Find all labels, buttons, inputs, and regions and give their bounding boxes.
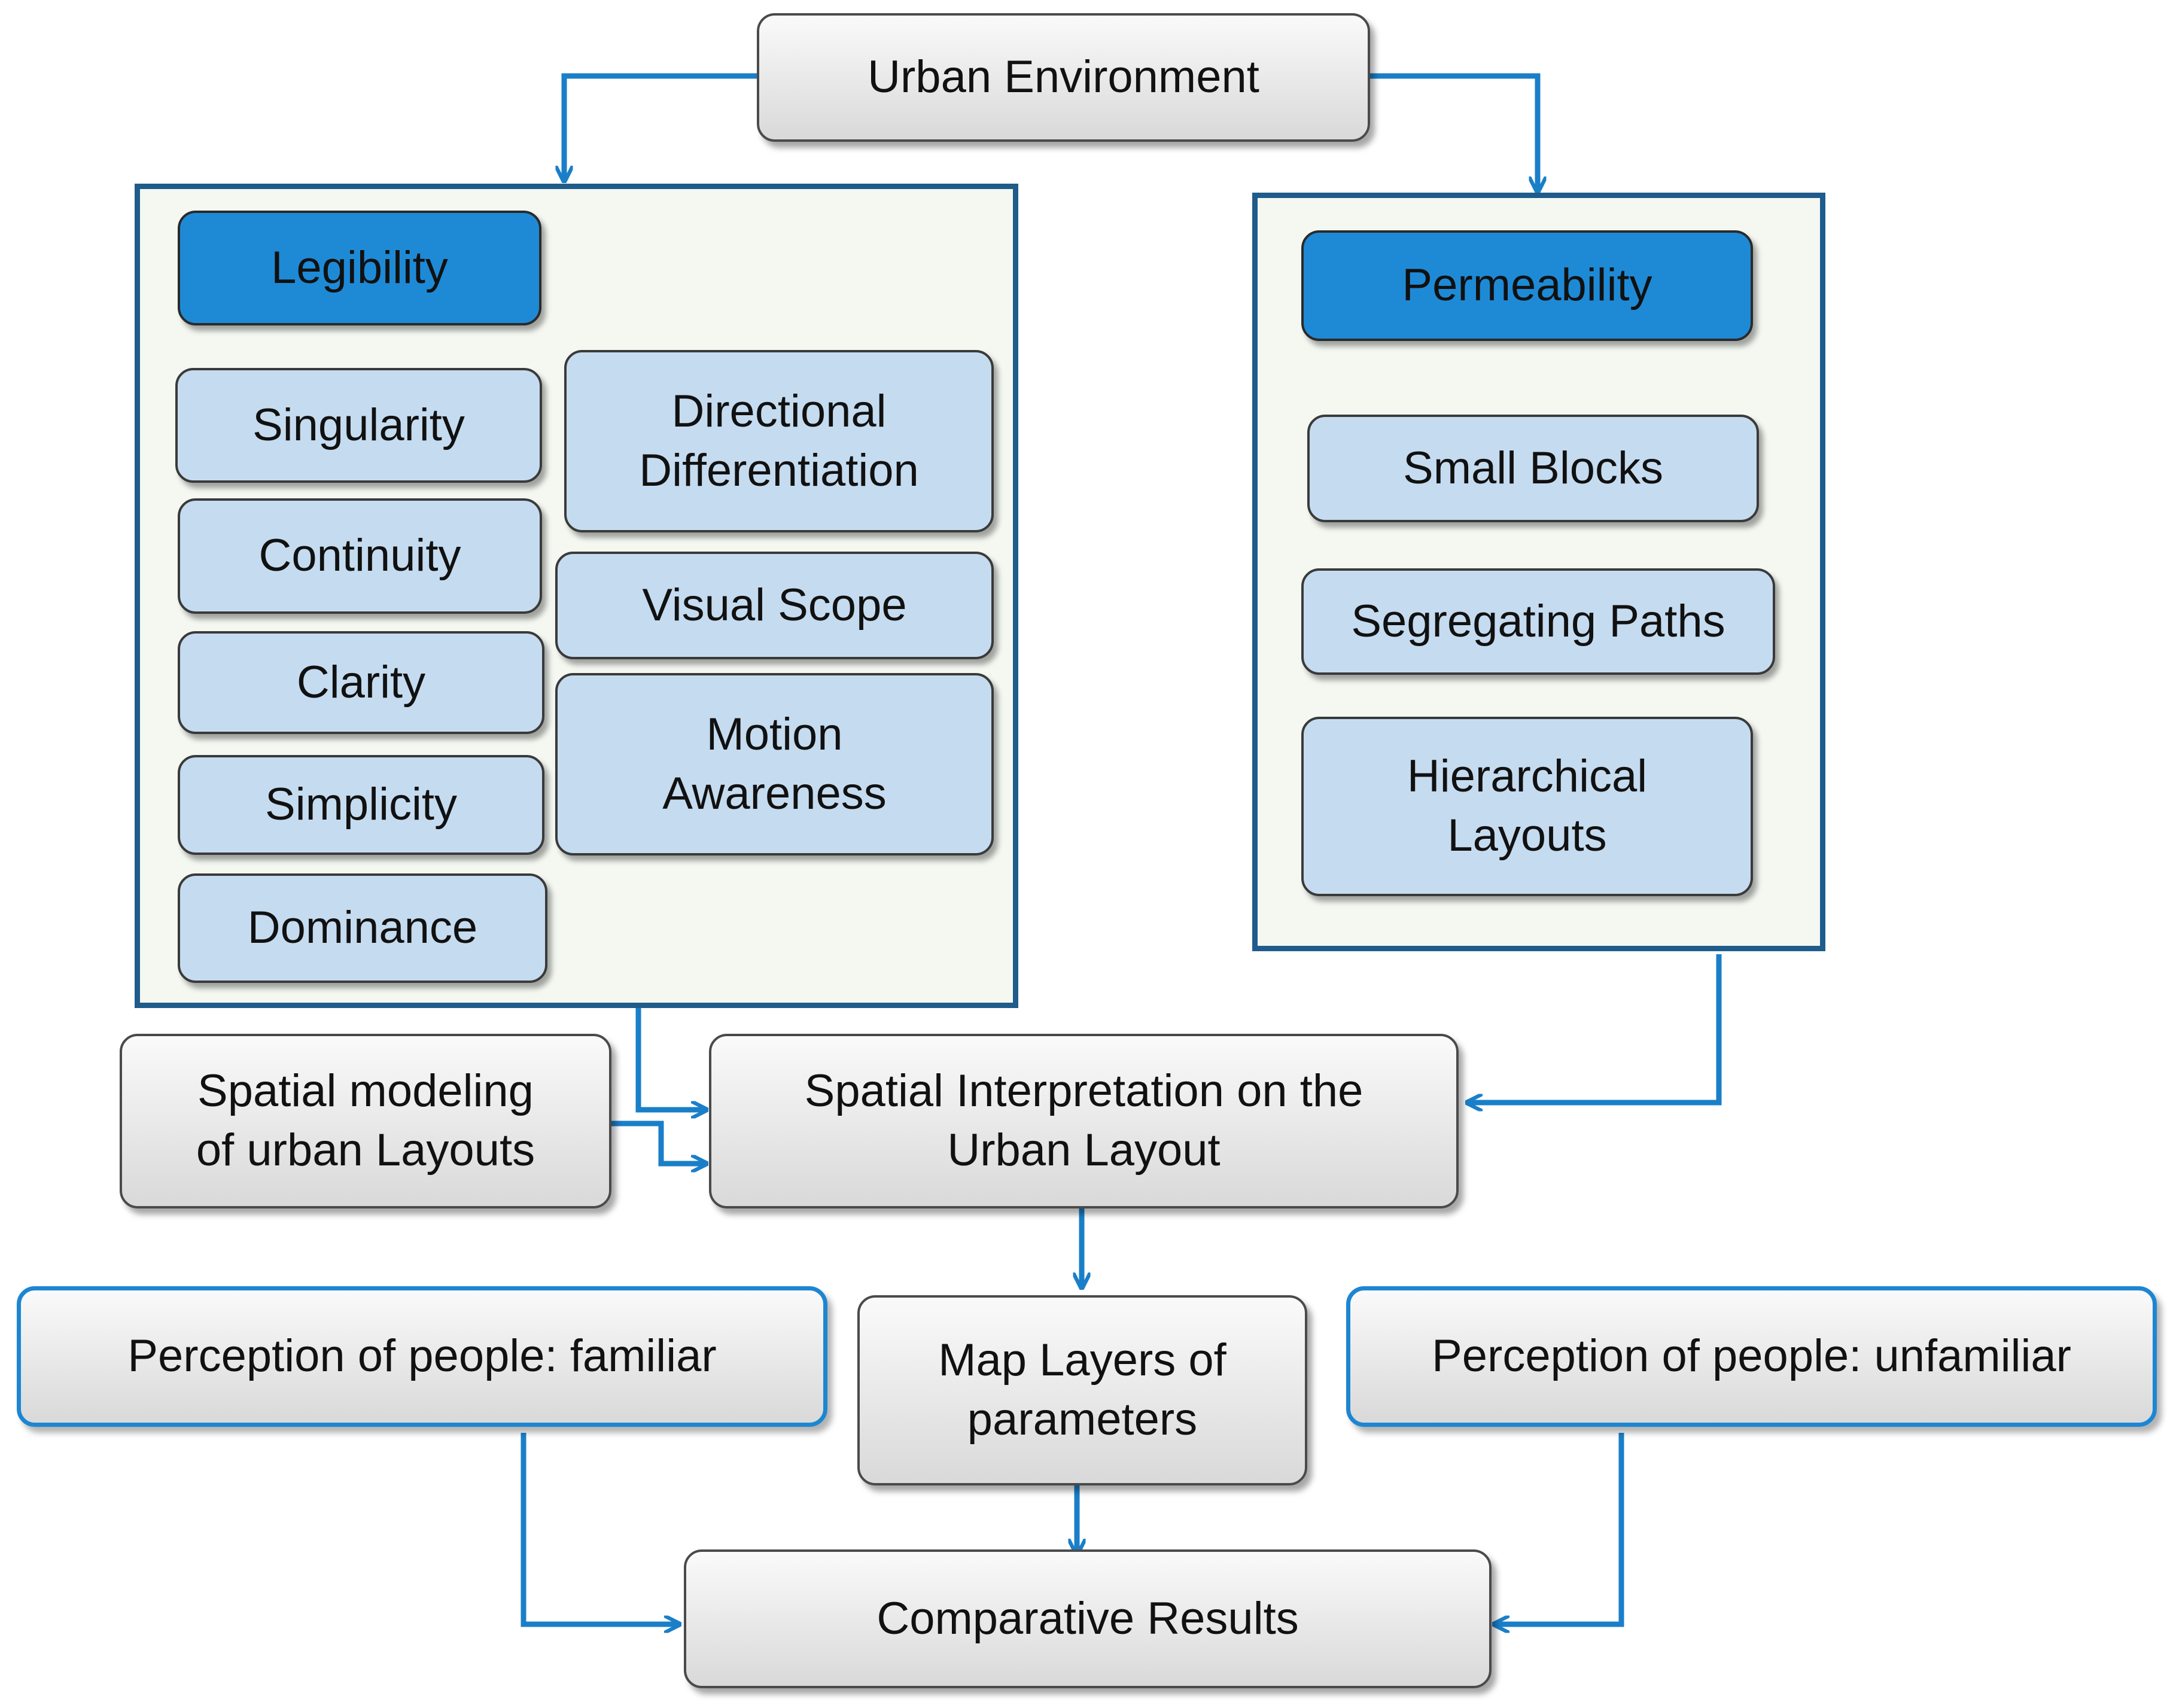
permeability-item-small-blocks: Small Blocks bbox=[1307, 415, 1759, 522]
arrow-legibility-to-interpretation bbox=[635, 1008, 705, 1110]
arrow-modeling-to-interpretation bbox=[611, 1121, 705, 1164]
arrow-unfamiliar-to-results bbox=[1496, 1433, 1624, 1624]
perception-familiar-node: Perception of people: familiar bbox=[17, 1286, 827, 1427]
spatial-interpretation-node: Spatial Interpretation on the Urban Layo… bbox=[709, 1034, 1459, 1208]
legibility-item-directional-differentiation: Directional Differentiation bbox=[564, 350, 994, 532]
arrow-env-to-permeability bbox=[1370, 73, 1538, 190]
legibility-item-motion-awareness: Motion Awareness bbox=[555, 673, 994, 855]
legibility-item-continuity: Continuity bbox=[178, 498, 542, 614]
legibility-item-singularity: Singularity bbox=[175, 368, 542, 483]
permeability-item-segregating-paths: Segregating Paths bbox=[1301, 568, 1775, 675]
perception-unfamiliar-node: Perception of people: unfamiliar bbox=[1346, 1286, 2157, 1427]
comparative-results-node: Comparative Results bbox=[684, 1549, 1492, 1688]
legibility-item-dominance: Dominance bbox=[178, 873, 547, 983]
legibility-item-simplicity: Simplicity bbox=[178, 755, 544, 855]
spatial-modeling-node: Spatial modeling of urban Layouts bbox=[120, 1034, 611, 1208]
arrow-permeability-to-interpretation bbox=[1469, 954, 1722, 1103]
arrow-familiar-to-results bbox=[521, 1433, 678, 1624]
urban-environment-node: Urban Environment bbox=[757, 13, 1370, 142]
legibility-heading: Legibility bbox=[178, 211, 541, 325]
legibility-item-visual-scope: Visual Scope bbox=[555, 552, 994, 659]
legibility-item-clarity: Clarity bbox=[178, 631, 544, 734]
map-layers-node: Map Layers of parameters bbox=[857, 1295, 1307, 1485]
permeability-heading: Permeability bbox=[1301, 230, 1753, 341]
arrow-env-to-legibility bbox=[564, 73, 757, 179]
permeability-item-hierarchical-layouts: Hierarchical Layouts bbox=[1301, 717, 1753, 896]
